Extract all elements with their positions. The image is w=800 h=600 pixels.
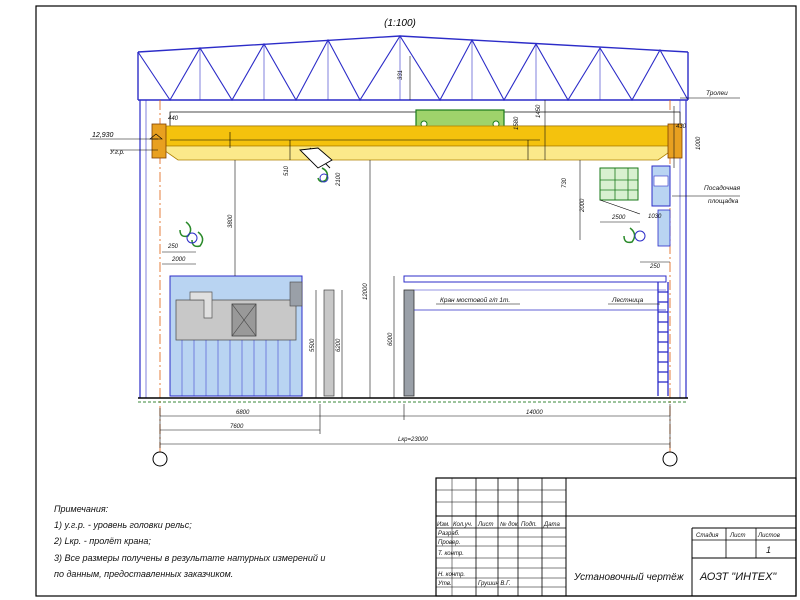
building-columns: [139, 100, 687, 467]
dim-platform-w: 2500: [611, 215, 626, 221]
dim-w-6800: 6800: [236, 410, 250, 416]
tb-hdr-podp: Подп.: [521, 522, 537, 528]
dimension-lines: [159, 56, 675, 448]
callout-landing-2: площадка: [708, 197, 739, 205]
scale-label: (1:100): [384, 18, 416, 29]
dim-truss-gap: 331: [398, 70, 404, 80]
tb-company: АОЗТ "ИНТЕХ": [699, 571, 777, 583]
dim-h-6000: 6000: [388, 332, 394, 346]
lower-crane-beam: [403, 275, 667, 397]
tb-hdr-izm: Изм.: [437, 522, 450, 528]
lower-crane-column: [403, 289, 415, 397]
sheet-frame: [35, 5, 797, 597]
note-2: 2) Lкр. - пролёт крана;: [53, 536, 151, 546]
tb-drawing-title: Установочный чертёж: [573, 572, 685, 583]
callout-crane-beam: Кран мостовой г/п 1т.: [440, 296, 510, 304]
dim-span-12000: 12000: [363, 283, 369, 300]
dim-hook-left-h: 3800: [228, 214, 234, 228]
callout-landing-1: Посадочная: [704, 184, 741, 192]
dim-w-14000: 14000: [526, 410, 543, 416]
callout-trolley: Тролеи: [706, 90, 728, 97]
dim-col-left: 430: [676, 124, 687, 130]
rail-level-marker: 12,930 У.г.р.: [90, 132, 163, 156]
tb-row-utv: Утв.: [437, 581, 452, 587]
rail-level-label: У.г.р.: [109, 150, 125, 156]
dim-h-6200: 6200: [336, 338, 342, 352]
note-3: 3) Все размеры получены в результате нат…: [54, 553, 325, 563]
callout-ladder: Лестница: [611, 297, 644, 304]
ladder: [657, 282, 669, 396]
dimension-labels: 331 1450 1580 440 1000 730 430 510 2100 …: [167, 70, 702, 443]
dim-w-7600: 7600: [230, 424, 244, 430]
tb-utv-name: Грушин В.Г.: [478, 581, 510, 587]
dim-beam-depth: 1580: [514, 116, 520, 130]
note-4: по данным, предоставленных заказчиком.: [54, 569, 233, 579]
tb-hdr-list: Лист: [477, 522, 493, 528]
dim-trolley-offset: 440: [168, 116, 179, 122]
roof-truss: [137, 34, 689, 102]
dim-hook-b: 2100: [336, 172, 342, 187]
right-hook-symbol: [623, 227, 646, 244]
side-column: [323, 289, 335, 397]
axis-marker-right: [662, 451, 678, 467]
equipment-cabinet: [169, 275, 335, 397]
tb-hdr-kol: Кол.уч.: [453, 522, 473, 528]
callouts: Тролеи Посадочная площадка Кран мостовой…: [436, 90, 741, 305]
tb-row-prover: Провер.: [438, 540, 460, 546]
dim-hook-top: 1450: [536, 104, 542, 118]
tb-hdr-ndok: № док.: [500, 521, 519, 528]
rail-level-value: 12,930: [92, 132, 114, 139]
tb-row-nkontr: Н. контр.: [438, 572, 465, 578]
dim-platform-side: 1030: [648, 214, 662, 220]
dim-h-5500: 5500: [310, 338, 316, 352]
title-block-text: Изм. Кол.уч. Лист № док. Подп. Дата Разр…: [437, 521, 780, 587]
tb-listov-value: 1: [766, 545, 771, 555]
dim-span-total: Lкр=23000: [398, 437, 428, 443]
end-truck-right: [667, 123, 683, 159]
tb-hdr-data: Дата: [543, 522, 560, 528]
note-1: 1) у.г.р. - уровень головки рельс;: [54, 520, 192, 530]
dim-bottom-250: 250: [649, 264, 661, 270]
title-block: [435, 477, 797, 597]
crane-trolley: [415, 109, 505, 129]
notes-title: Примечания:: [54, 504, 109, 514]
crane-bridge: [151, 109, 683, 161]
left-hook-symbol: [179, 221, 204, 248]
tb-col-listov: Листов: [757, 533, 780, 539]
tb-col-stadia: Стадия: [696, 533, 719, 539]
dim-end-truck: 1000: [696, 136, 702, 150]
end-truck-left: [151, 123, 167, 159]
landing-platform: [599, 165, 671, 247]
dim-hook-a: 510: [284, 165, 290, 176]
dim-side-250: 250: [167, 244, 179, 250]
notes-block: Примечания: 1) у.г.р. - уровень головки …: [53, 504, 325, 579]
axis-marker-left: [152, 451, 168, 467]
ground-line: [138, 397, 688, 403]
crane-hook-block: [299, 147, 333, 183]
bridge-girder: [157, 125, 679, 147]
dim-platform-h: 2000: [580, 198, 586, 213]
tb-row-tkontr: Т. контр.: [438, 551, 464, 557]
tb-row-razrab: Разраб.: [438, 531, 460, 537]
dim-side-2000: 2000: [171, 257, 186, 263]
dim-cab-drop: 730: [562, 177, 568, 188]
tb-col-list: Лист: [729, 533, 745, 539]
